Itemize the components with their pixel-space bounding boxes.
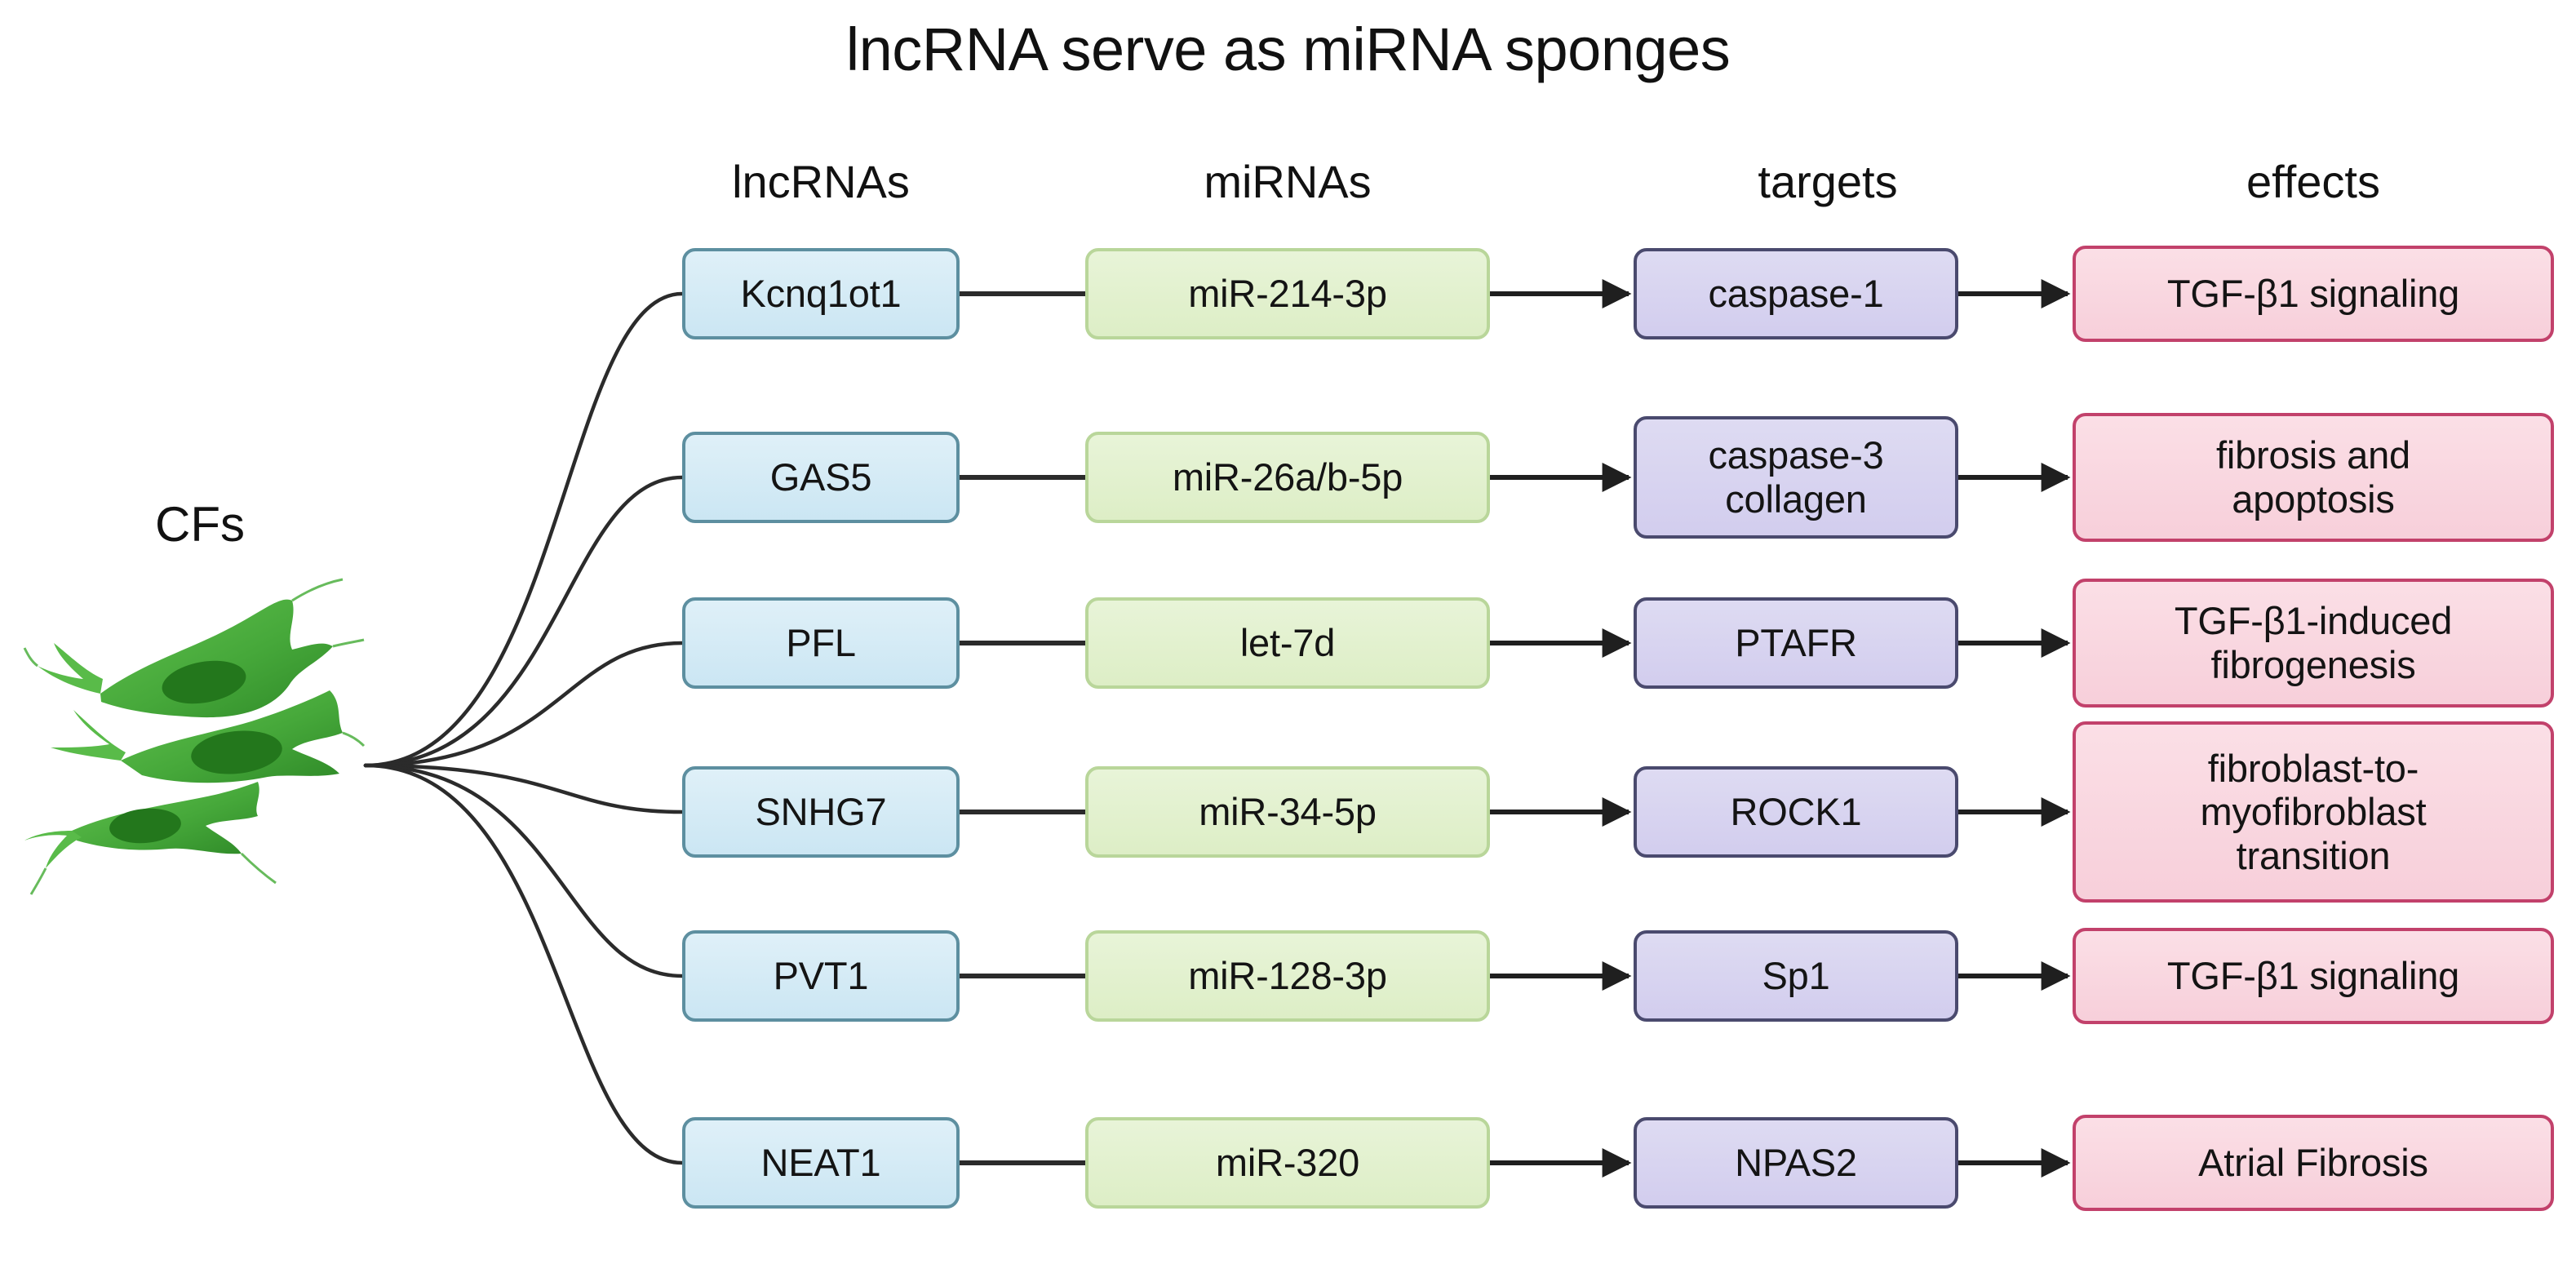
mirna-node-4-label: miR-128-3p (1188, 954, 1387, 998)
effect-node-5-label: Atrial Fibrosis (2198, 1141, 2428, 1185)
lncrna-node-2[interactable]: PFL (682, 597, 960, 689)
effect-node-4[interactable]: TGF-β1 signaling (2073, 928, 2554, 1024)
target-node-2-label: PTAFR (1735, 621, 1857, 665)
lncrna-node-0-label: Kcnq1ot1 (740, 272, 902, 316)
effect-node-0-label: TGF-β1 signaling (2166, 272, 2460, 316)
target-node-4-label: Sp1 (1762, 954, 1830, 998)
target-node-5-label: NPAS2 (1735, 1141, 1857, 1185)
mirna-node-0[interactable]: miR-214-3p (1085, 248, 1490, 339)
mirna-node-2-label: let-7d (1239, 621, 1336, 665)
effect-node-0[interactable]: TGF-β1 signaling (2073, 246, 2554, 342)
target-node-5[interactable]: NPAS2 (1634, 1117, 1958, 1209)
target-node-3[interactable]: ROCK1 (1634, 766, 1958, 858)
column-header-effects: effects (2246, 156, 2380, 207)
lncrna-node-1-label: GAS5 (769, 455, 872, 499)
mirna-node-3-label: miR-34-5p (1199, 790, 1377, 834)
mirna-node-1[interactable]: miR-26a/b-5p (1085, 432, 1490, 523)
target-node-0[interactable]: caspase-1 (1634, 248, 1958, 339)
page-title: lncRNA serve as miRNA sponges (845, 16, 1731, 83)
target-node-3-label: ROCK1 (1730, 790, 1862, 834)
mirna-node-5[interactable]: miR-320 (1085, 1117, 1490, 1209)
lncrna-node-5-label: NEAT1 (760, 1141, 881, 1185)
mirna-node-4[interactable]: miR-128-3p (1085, 930, 1490, 1022)
target-node-0-label: caspase-1 (1708, 272, 1884, 316)
fibroblast-cells-icon (23, 571, 366, 898)
mirna-node-5-label: miR-320 (1215, 1141, 1360, 1185)
target-node-2[interactable]: PTAFR (1634, 597, 1958, 689)
column-header-targets: targets (1758, 156, 1898, 207)
lncrna-node-1[interactable]: GAS5 (682, 432, 960, 523)
mirna-node-1-label: miR-26a/b-5p (1172, 455, 1403, 499)
lncrna-node-3[interactable]: SNHG7 (682, 766, 960, 858)
lncrna-node-4-label: PVT1 (773, 954, 869, 998)
mirna-node-3[interactable]: miR-34-5p (1085, 766, 1490, 858)
mirna-node-2[interactable]: let-7d (1085, 597, 1490, 689)
effect-node-5[interactable]: Atrial Fibrosis (2073, 1115, 2554, 1211)
column-header-mirnas: miRNAs (1204, 156, 1372, 207)
effect-node-4-label: TGF-β1 signaling (2166, 954, 2460, 998)
mirna-node-0-label: miR-214-3p (1188, 272, 1387, 316)
cfs-label: CFs (155, 497, 245, 552)
lncrna-node-2-label: PFL (786, 621, 856, 665)
target-node-4[interactable]: Sp1 (1634, 930, 1958, 1022)
lncrna-node-0[interactable]: Kcnq1ot1 (682, 248, 960, 339)
lncrna-node-4[interactable]: PVT1 (682, 930, 960, 1022)
lncrna-node-3-label: SNHG7 (755, 790, 887, 834)
lncrna-node-5[interactable]: NEAT1 (682, 1117, 960, 1209)
column-header-lncrnas: lncRNAs (732, 156, 910, 207)
